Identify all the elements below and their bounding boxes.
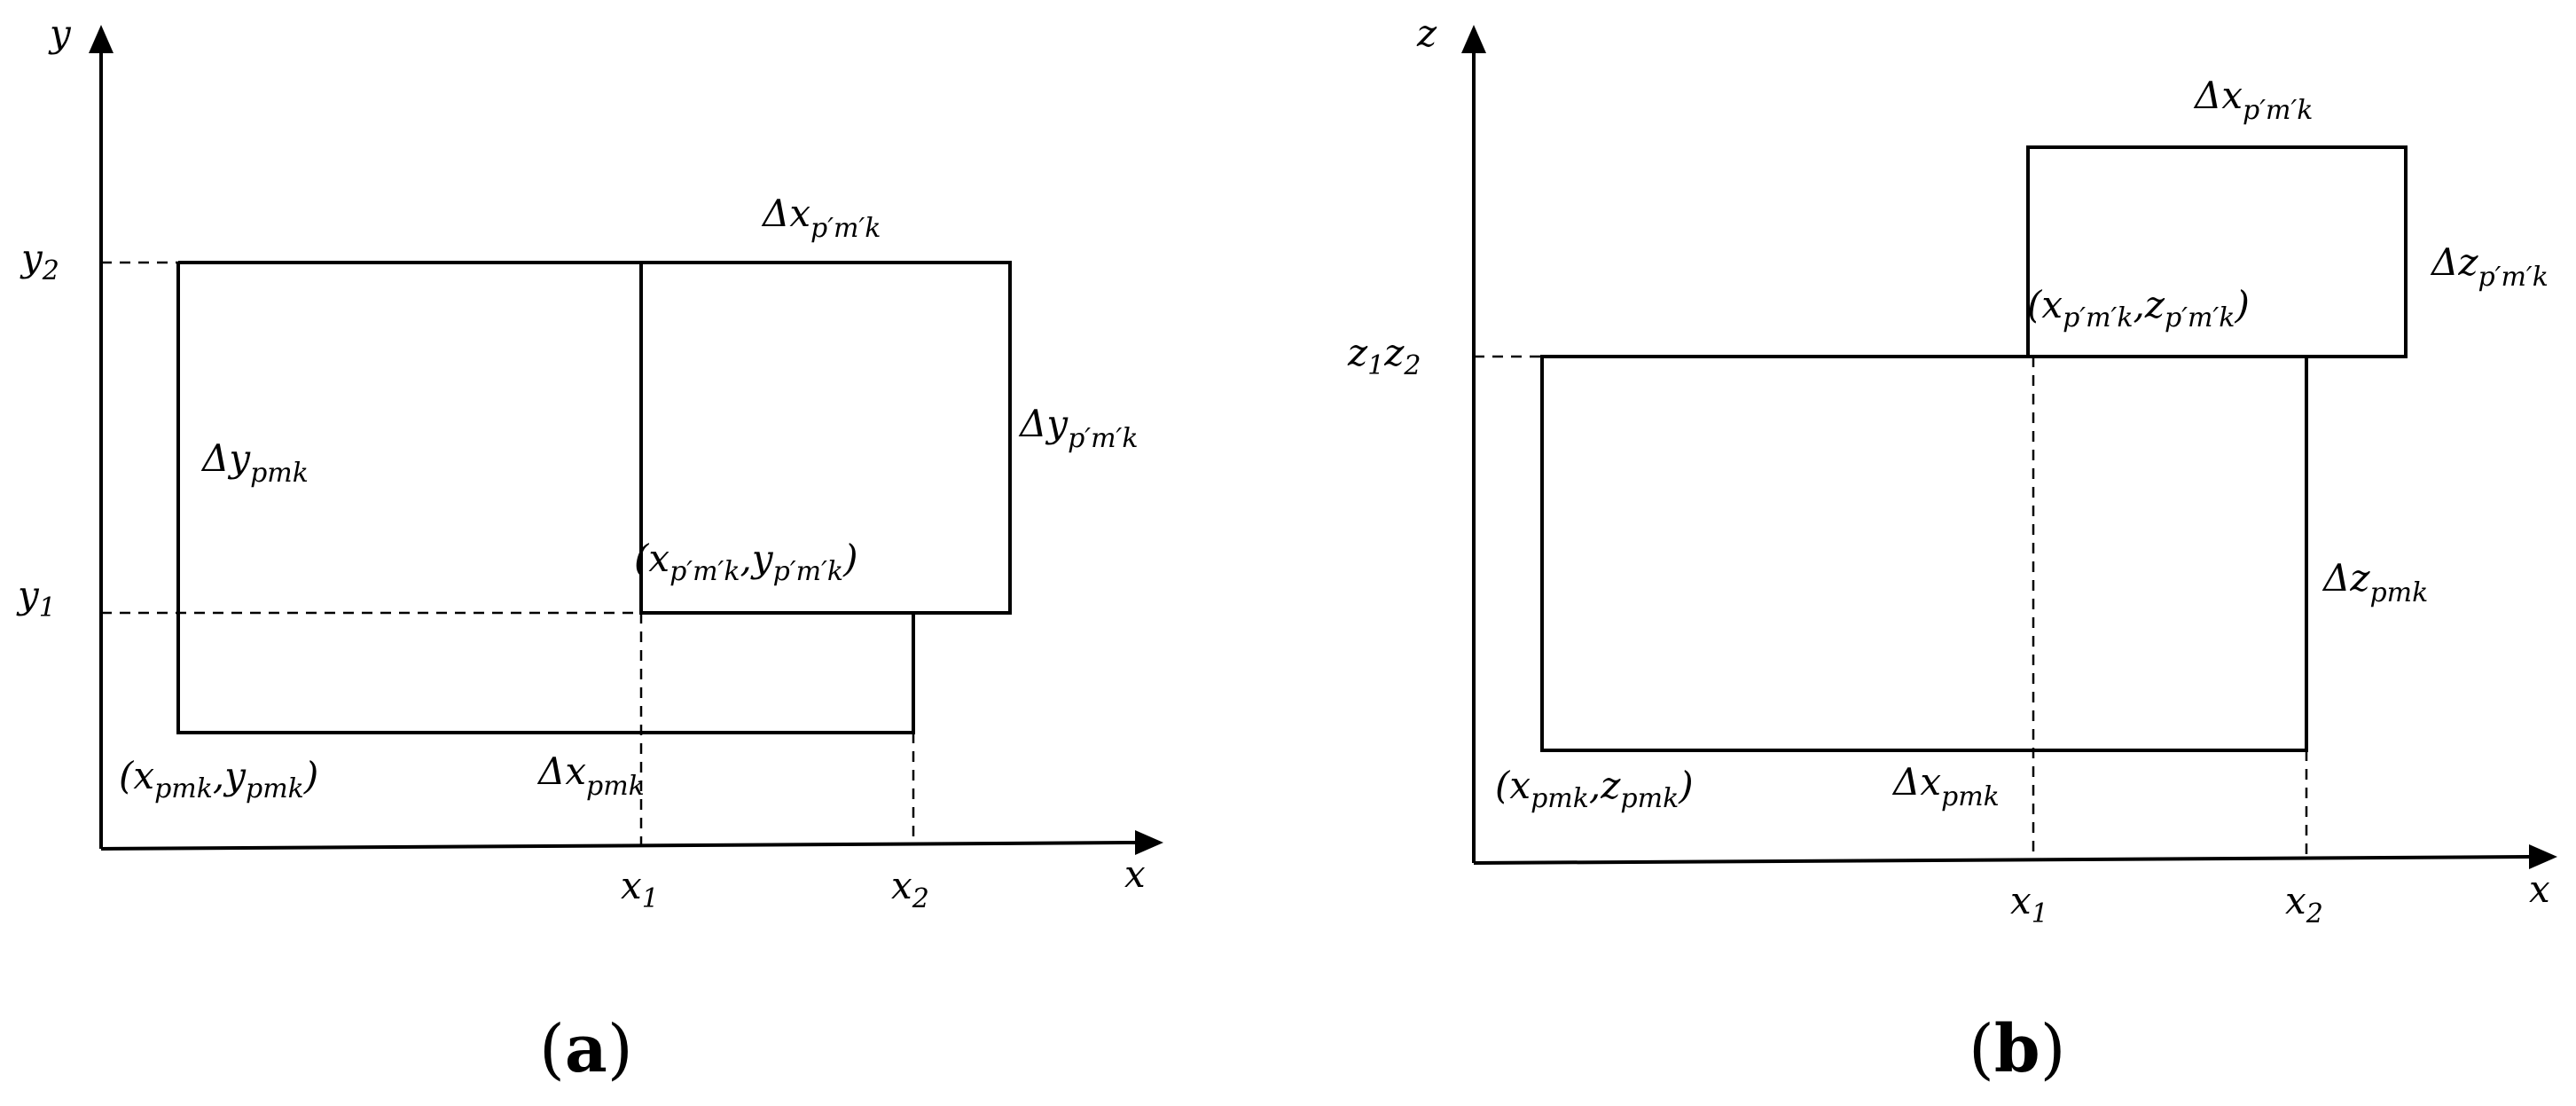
- label-point-p-m-k-b: (xp′m′k,zp′m′k): [2027, 283, 2250, 333]
- label-delta-z-p-m-k: Δzp′m′k: [2430, 240, 2549, 293]
- panel-b: z x z1z2 x1 x2 Δxp′m′k Δzp′m′k (xp′m′k,z…: [1347, 12, 2557, 1087]
- x-axis: [100, 841, 1136, 851]
- axis-label-z: z: [1416, 12, 1437, 55]
- axis-label-y: y: [48, 12, 72, 55]
- tick-label-x1: x1: [621, 864, 659, 914]
- rect-pmk-b: [1540, 355, 2308, 752]
- x-axis-arrowhead: [1135, 830, 1163, 855]
- x-axis-b-arrowhead: [2529, 844, 2557, 869]
- caption-a: (a): [539, 1011, 633, 1087]
- tick-label-y2: y2: [20, 236, 59, 286]
- label-delta-y-p-m-k: Δyp′m′k: [1018, 402, 1139, 454]
- label-delta-x-p-m-k: Δxp′m′k: [761, 192, 881, 244]
- label-delta-x-p-m-k-b: Δxp′m′k: [2193, 74, 2313, 126]
- x-axis-b: [1473, 855, 2530, 865]
- label-point-pmk-b: (xpmk,zpmk): [1495, 764, 1694, 814]
- tick-label-z1z2: z1z2: [1347, 331, 1421, 381]
- rect-p-m-k-b: [2026, 145, 2408, 358]
- label-delta-y-pmk: Δypmk: [200, 436, 309, 489]
- label-delta-z-pmk: Δzpmk: [2322, 556, 2428, 608]
- tick-label-x2-b: x2: [2285, 879, 2323, 930]
- axis-label-x-b: x: [2529, 867, 2550, 911]
- axis-label-x: x: [1124, 852, 1146, 896]
- panel-a: y x y2 y1 x1 x2 Δxp′m′k Δyp′m′k Δypmk (x…: [16, 12, 1163, 1087]
- rect-p-m-k: [639, 261, 1012, 615]
- tick-label-x2: x2: [891, 864, 929, 914]
- label-delta-x-pmk: Δxpmk: [536, 749, 645, 802]
- label-point-pmk: (xpmk,ypmk): [119, 754, 318, 804]
- tick-label-x1-b: x1: [2010, 879, 2048, 930]
- caption-b: (b): [1969, 1011, 2066, 1087]
- z-axis-arrowhead: [1461, 25, 1486, 53]
- tick-label-y1: y1: [16, 573, 56, 624]
- label-delta-x-pmk-b: Δxpmk: [1891, 760, 2000, 812]
- y-axis-arrowhead: [89, 25, 114, 53]
- label-point-p-m-k: (xp′m′k,yp′m′k): [634, 537, 857, 587]
- rect-pmk: [176, 261, 915, 734]
